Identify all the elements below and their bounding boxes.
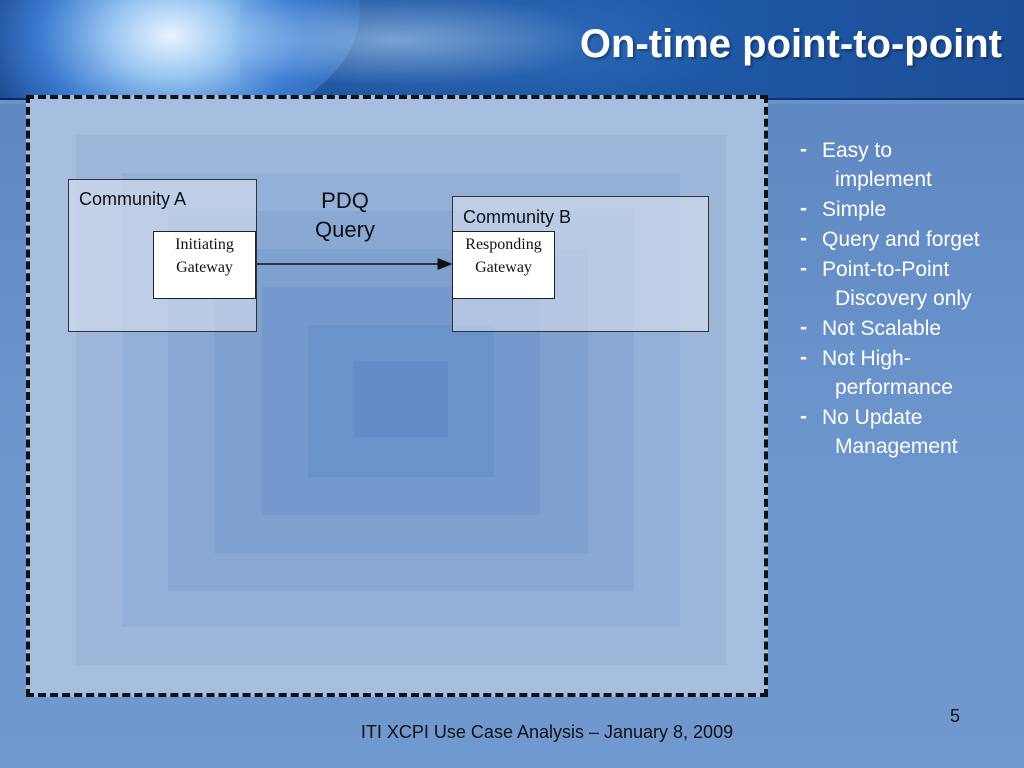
responding-gateway-box: Responding Gateway bbox=[452, 231, 555, 299]
responding-gateway-line2: Gateway bbox=[475, 259, 532, 276]
bullet-item: - Not High- performance bbox=[800, 344, 1022, 402]
background-square bbox=[354, 361, 448, 437]
bullet-item: - Not Scalable bbox=[800, 314, 1022, 343]
bullet-dash: - bbox=[800, 316, 807, 339]
initiating-gateway-line2: Gateway bbox=[176, 259, 233, 276]
pdq-query-label: PDQ Query bbox=[300, 186, 390, 244]
pdq-query-line2: Query bbox=[315, 217, 375, 242]
bullet-text-continued: Discovery only bbox=[835, 287, 972, 310]
bullet-text: Point-to-Point bbox=[822, 258, 950, 281]
bullet-text-continued: Management bbox=[835, 435, 958, 458]
pdq-query-line1: PDQ bbox=[321, 188, 369, 213]
initiating-gateway-box: Initiating Gateway bbox=[153, 231, 256, 299]
bullet-list: - Easy to implement - Simple - Query and… bbox=[800, 136, 1022, 462]
bullet-text: No Update bbox=[822, 406, 923, 429]
bullet-dash: - bbox=[800, 138, 807, 161]
slide-title: On-time point-to-point bbox=[579, 22, 1002, 66]
banner-glow bbox=[240, 0, 760, 100]
bullet-dash: - bbox=[800, 197, 807, 220]
bullet-dash: - bbox=[800, 405, 807, 428]
responding-gateway-line1: Responding bbox=[465, 236, 542, 253]
bullet-item: - Simple bbox=[800, 195, 1022, 224]
bullet-text-continued: implement bbox=[835, 168, 932, 191]
bullet-dash: - bbox=[800, 346, 807, 369]
bullet-item: - Easy to implement bbox=[800, 136, 1022, 194]
initiating-gateway-line1: Initiating bbox=[175, 236, 234, 253]
bullet-text: Easy to bbox=[822, 139, 893, 162]
bullet-dash: - bbox=[800, 257, 807, 280]
community-b-label: Community B bbox=[463, 207, 572, 227]
bullet-text: Not Scalable bbox=[822, 317, 942, 340]
bullet-text: Query and forget bbox=[822, 228, 980, 251]
bullet-text: Simple bbox=[822, 198, 887, 221]
footer: ITI XCPI Use Case Analysis – January 8, … bbox=[0, 722, 1024, 743]
bullet-item: - Query and forget bbox=[800, 225, 1022, 254]
page-number: 5 bbox=[950, 706, 961, 726]
bullet-dash: - bbox=[800, 227, 807, 250]
title-banner: On-time point-to-point bbox=[0, 0, 1024, 100]
bullet-item: - No Update Management bbox=[800, 403, 1022, 461]
bullet-text-continued: performance bbox=[835, 376, 953, 399]
bullet-item: - Point-to-Point Discovery only bbox=[800, 255, 1022, 313]
community-a-label: Community A bbox=[79, 189, 187, 209]
bullet-text: Not High- bbox=[822, 347, 911, 370]
footer-text: ITI XCPI Use Case Analysis – January 8, … bbox=[360, 722, 734, 742]
